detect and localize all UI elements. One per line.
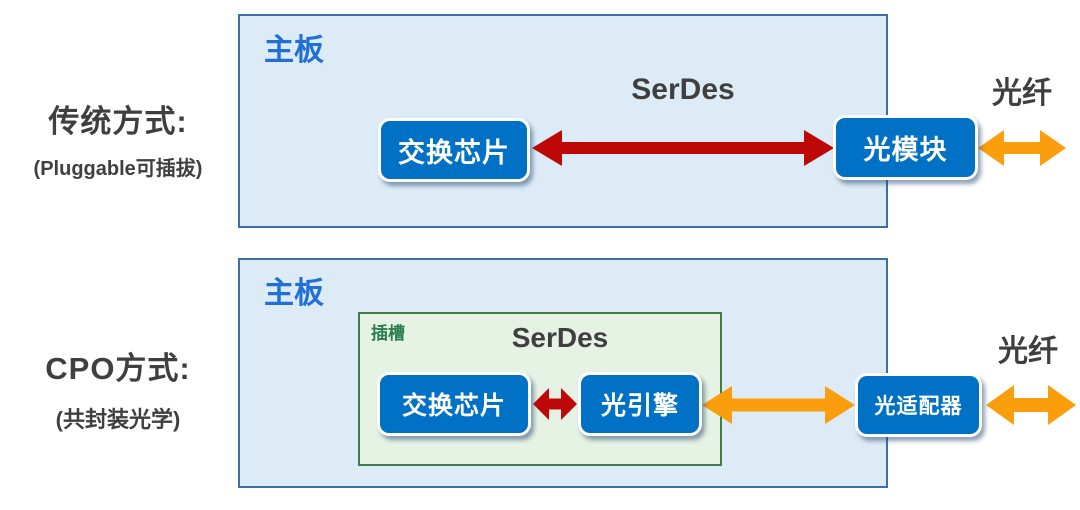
traditional-serdes-arrow-shape bbox=[532, 130, 834, 166]
cpo-serdes-label: SerDes bbox=[511, 322, 609, 353]
traditional-switch-chip-box: 交换芯片 bbox=[378, 118, 530, 182]
cpo-fiber-label: 光纤 bbox=[998, 335, 1058, 368]
traditional-fiber-label: 光纤 bbox=[992, 77, 1052, 110]
cpo-title: CPO方式: bbox=[45, 351, 191, 386]
cpo-motherboard-label: 主板 bbox=[264, 277, 324, 310]
traditional-title: 传统方式: bbox=[48, 104, 188, 139]
cpo-serdes-arrow bbox=[533, 388, 577, 420]
traditional-serdes-label: SerDes bbox=[631, 73, 735, 106]
cpo-subtitle: (共封装光学) bbox=[55, 407, 181, 432]
traditional-optical-module-box: 光模块 bbox=[833, 115, 978, 180]
cpo-engine-to-adapter-arrow bbox=[702, 386, 855, 424]
cpo-optical-adapter-box: 光适配器 bbox=[855, 373, 982, 437]
cpo-optical-engine-box: 光引擎 bbox=[578, 372, 702, 436]
cpo-serdes-arrow-shape bbox=[533, 388, 577, 420]
traditional-fiber-arrow-shape bbox=[978, 130, 1066, 166]
traditional-subtitle: (Pluggable可插拔) bbox=[33, 158, 203, 180]
cpo-fiber-arrow bbox=[986, 385, 1076, 425]
cpo-socket-label: 插槽 bbox=[371, 324, 405, 343]
cpo-engine-to-adapter-arrow-shape bbox=[702, 386, 855, 424]
cpo-switch-chip-box: 交换芯片 bbox=[377, 372, 531, 436]
traditional-serdes-arrow bbox=[532, 130, 834, 166]
cpo-fiber-arrow-shape bbox=[986, 385, 1076, 425]
traditional-motherboard-label: 主板 bbox=[264, 34, 324, 67]
traditional-fiber-arrow bbox=[978, 130, 1066, 166]
traditional-motherboard-box bbox=[238, 14, 888, 228]
